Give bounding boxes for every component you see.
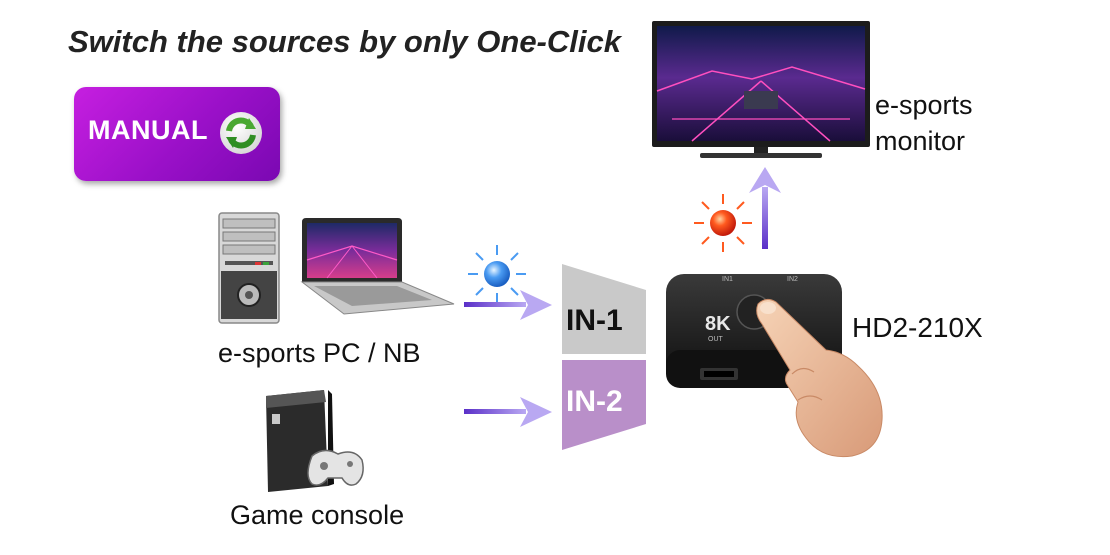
led-output-icon (694, 194, 752, 252)
device-in2-mark: IN2 (787, 276, 798, 283)
in2-block (562, 360, 646, 450)
led-input-icon (468, 245, 526, 303)
in1-block (562, 264, 646, 354)
in1-label: IN-1 (566, 304, 623, 337)
manual-button[interactable]: MANUAL (74, 87, 280, 181)
in2-label: IN-2 (566, 385, 623, 418)
laptop-icon (300, 218, 455, 315)
arrow-output-icon (749, 167, 781, 249)
monitor-icon (652, 21, 870, 158)
headline: Switch the sources by only One-Click (68, 24, 621, 59)
monitor-label-line2: monitor (875, 126, 966, 156)
manual-button-label: MANUAL (88, 115, 208, 145)
model-label: HD2-210X (852, 312, 983, 343)
device-in1-mark: IN1 (722, 276, 733, 283)
game-console-icon (266, 390, 364, 492)
pc-tower-icon (218, 212, 280, 324)
hand-pointer-icon (756, 298, 883, 458)
device-out-mark: OUT (708, 336, 723, 343)
game-console-label: Game console (230, 500, 405, 530)
arrow-in1-icon (464, 290, 552, 320)
device-brand-mark: 8K (705, 313, 731, 335)
refresh-icon (220, 112, 262, 154)
arrow-in2-icon (464, 397, 552, 427)
input-selector-diagram (562, 264, 646, 450)
pc-nb-label: e-sports PC / NB (218, 338, 421, 368)
monitor-label-line1: e-sports (875, 90, 973, 120)
